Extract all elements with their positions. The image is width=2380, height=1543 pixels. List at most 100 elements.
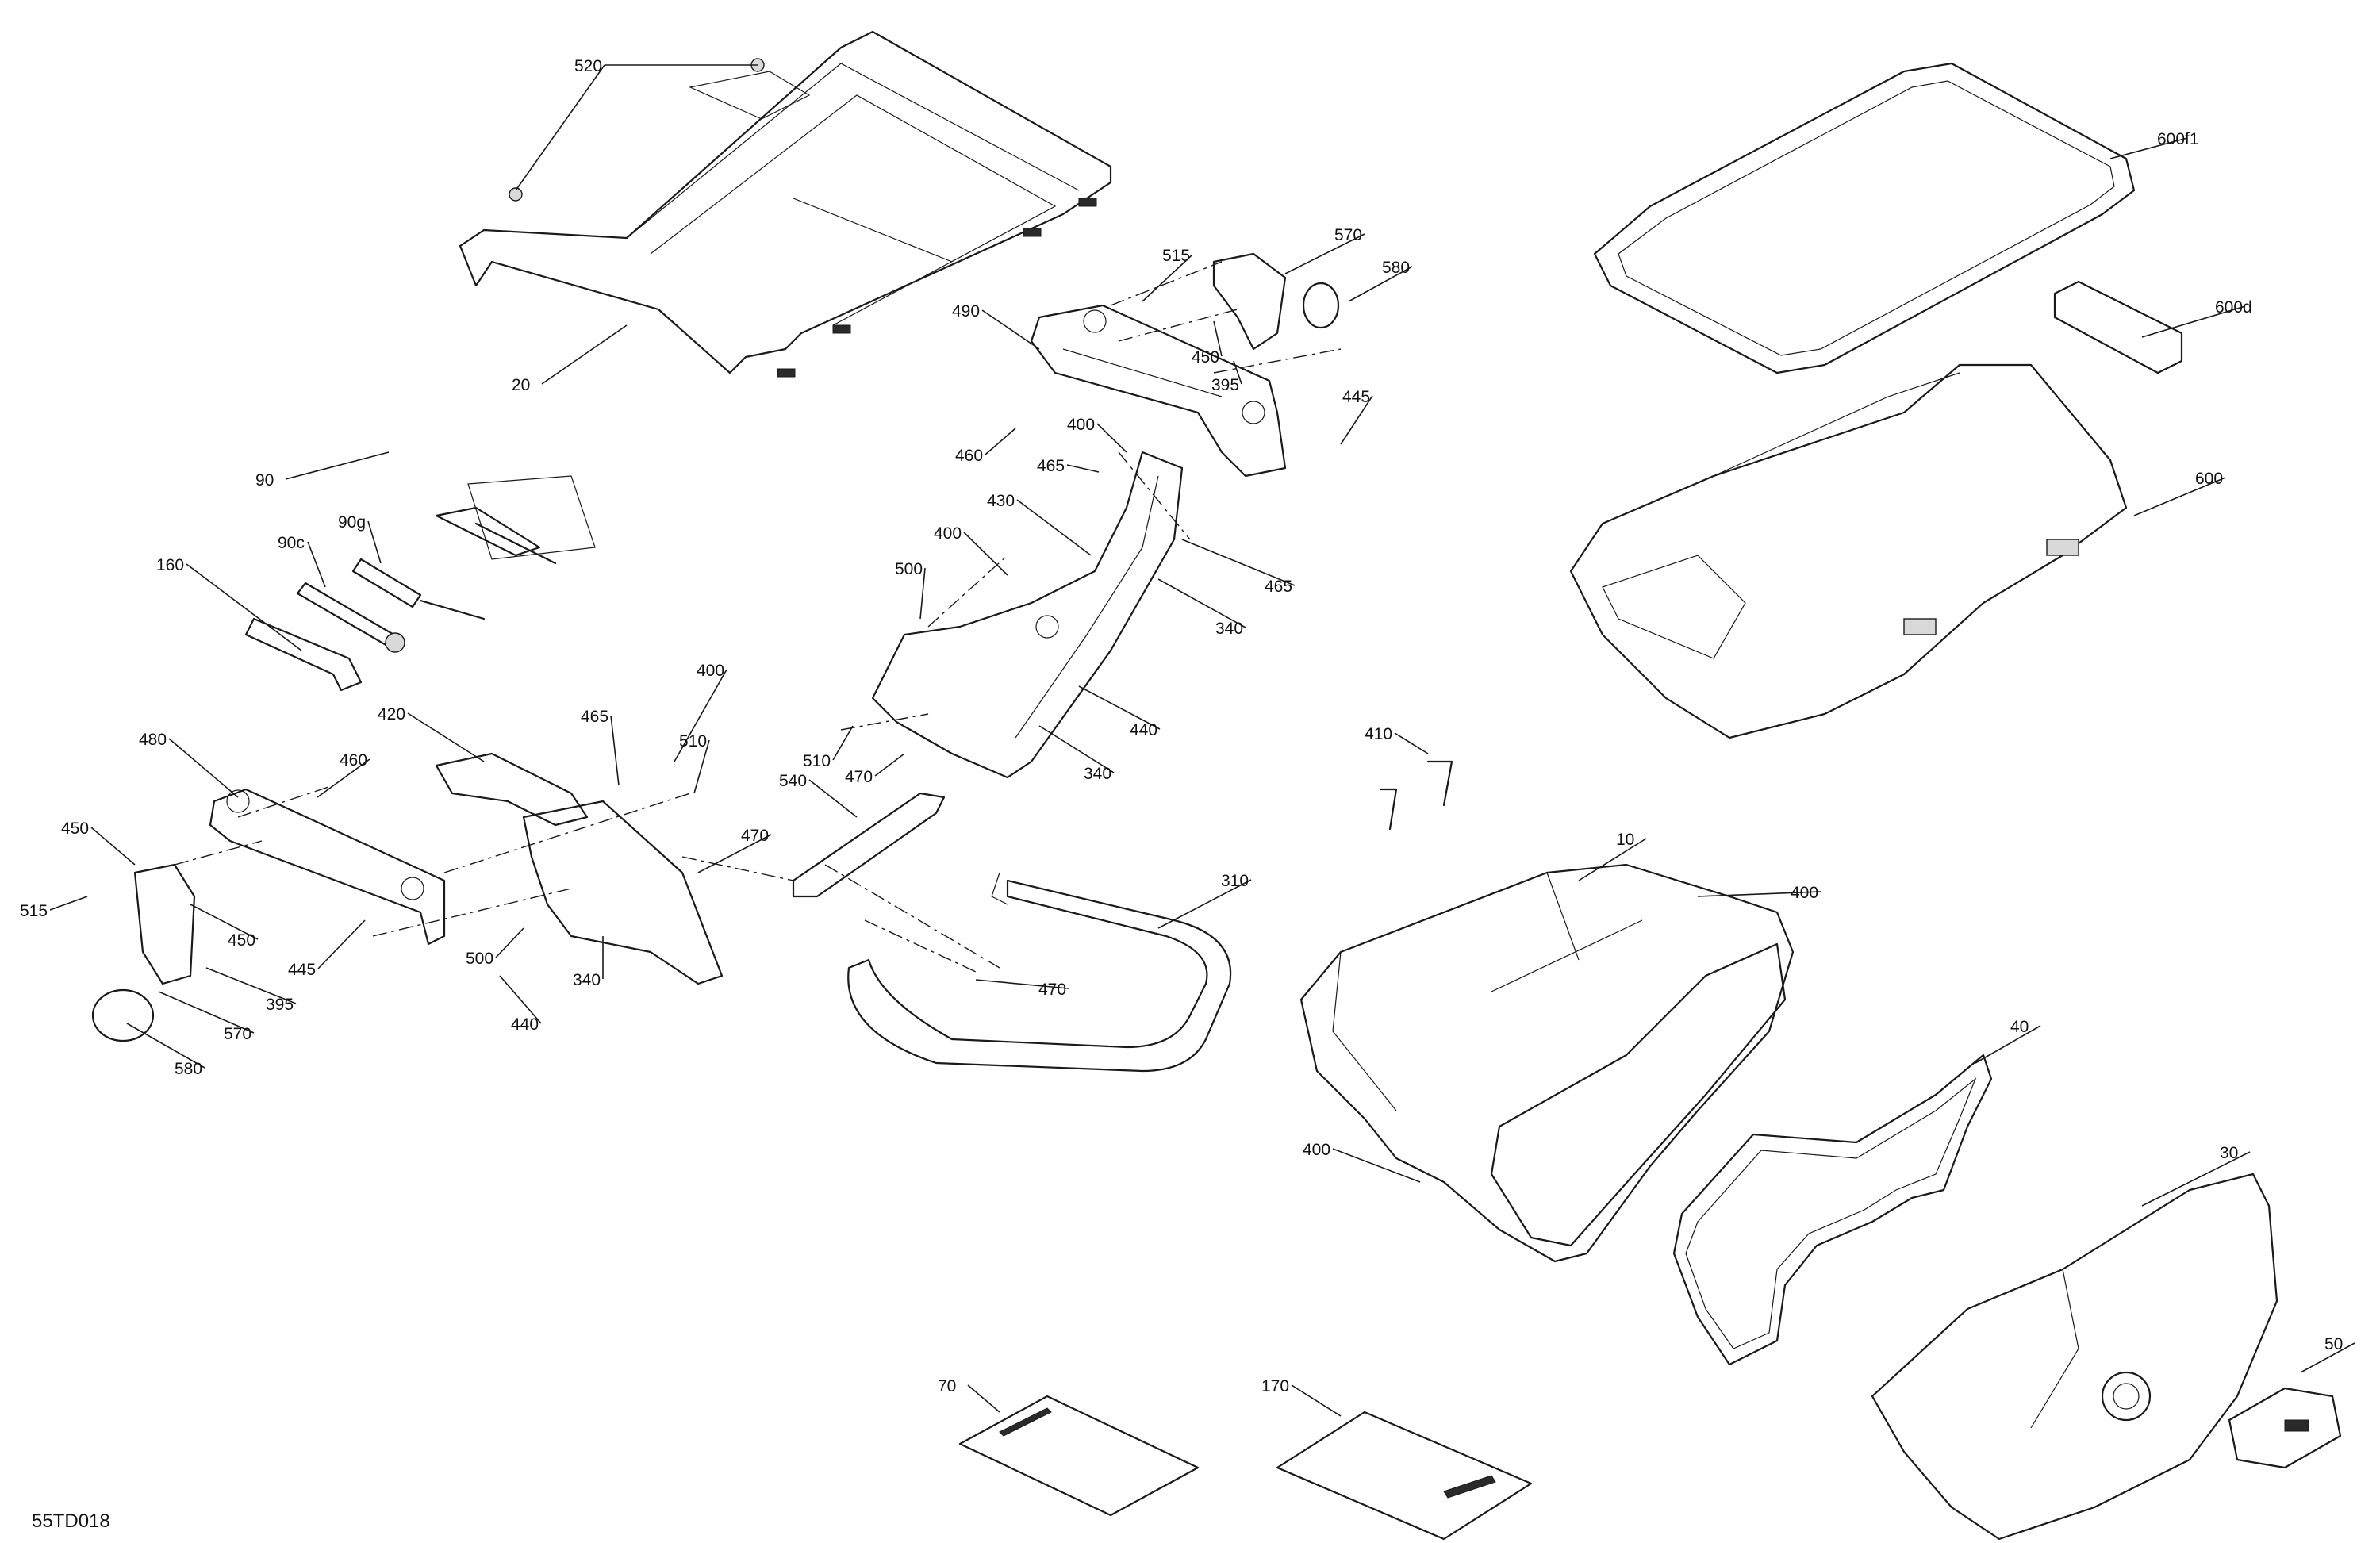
part-30-front-cover bbox=[1871, 1173, 2278, 1541]
part-10-storage-box bbox=[1299, 863, 1795, 1263]
callout-400: 400 bbox=[1067, 416, 1095, 434]
callout-395: 395 bbox=[1211, 376, 1239, 394]
leader-line-50 bbox=[2300, 1342, 2355, 1373]
callout-600f1: 600f1 bbox=[2157, 130, 2199, 148]
callout-490: 490 bbox=[952, 302, 980, 320]
callout-420: 420 bbox=[378, 705, 405, 724]
callout-510b: 510 bbox=[679, 732, 707, 750]
leader-line-580b bbox=[126, 1023, 205, 1069]
callout-90g: 90g bbox=[338, 513, 366, 532]
part-430-support bbox=[871, 451, 1184, 779]
callout-460: 460 bbox=[955, 447, 983, 465]
leader-line-460 bbox=[985, 428, 1016, 455]
leader-line-490 bbox=[981, 309, 1040, 350]
callout-600d: 600d bbox=[2215, 298, 2252, 317]
callout-170: 170 bbox=[1261, 1377, 1289, 1395]
leader-line-440 bbox=[1078, 685, 1161, 730]
leader-line-90c bbox=[307, 541, 326, 588]
part-570-bracket bbox=[1212, 252, 1287, 351]
leader-line-30 bbox=[2141, 1151, 2251, 1207]
callout-340: 340 bbox=[1215, 620, 1243, 638]
callout-445: 445 bbox=[1342, 388, 1370, 406]
callout-20: 20 bbox=[512, 376, 530, 394]
assembly-lines bbox=[174, 261, 1342, 973]
part-540-rail bbox=[792, 792, 946, 898]
callout-310: 310 bbox=[1221, 872, 1249, 890]
leader-line-580 bbox=[1348, 266, 1413, 302]
callout-570b: 570 bbox=[224, 1025, 251, 1043]
leader-line-420 bbox=[407, 712, 485, 762]
leader-line-450b bbox=[90, 827, 136, 866]
callout-90c: 90c bbox=[278, 534, 305, 552]
part-310-grab-handle bbox=[847, 872, 1232, 1073]
leader-line-310 bbox=[1157, 879, 1252, 929]
leader-line-600d bbox=[2141, 305, 2246, 338]
callout-465c: 465 bbox=[581, 708, 608, 726]
part-580-cap bbox=[1302, 282, 1340, 329]
callout-70: 70 bbox=[938, 1377, 956, 1395]
callout-470c: 470 bbox=[1038, 981, 1066, 999]
callout-400d: 400 bbox=[1791, 884, 1818, 902]
callout-340c: 340 bbox=[573, 971, 601, 989]
part-50-latch bbox=[2228, 1387, 2342, 1469]
leader-line-400d bbox=[1697, 891, 1821, 897]
leader-line-70 bbox=[967, 1384, 1000, 1413]
leader-line-400e bbox=[1332, 1148, 1421, 1183]
callout-40: 40 bbox=[2010, 1018, 2029, 1036]
leader-line-570b bbox=[158, 991, 255, 1034]
part-160-wrench bbox=[244, 617, 363, 692]
callout-430: 430 bbox=[987, 492, 1015, 510]
callout-450: 450 bbox=[1192, 348, 1219, 367]
callout-410: 410 bbox=[1365, 725, 1392, 743]
leader-line-170 bbox=[1291, 1384, 1342, 1417]
part-600-lid bbox=[1569, 363, 2128, 739]
part-570b-bracket bbox=[133, 863, 196, 985]
leader-line-395 bbox=[1233, 360, 1242, 385]
leader-line-515b bbox=[49, 896, 88, 911]
callout-465b: 465 bbox=[1265, 578, 1292, 596]
part-600d-pad bbox=[2053, 280, 2183, 374]
callout-labels: 520209090c90g160515570580490450395445400… bbox=[20, 57, 2355, 1417]
callout-500: 500 bbox=[895, 560, 923, 578]
leader-line-430 bbox=[1016, 499, 1092, 556]
callout-515: 515 bbox=[1162, 247, 1190, 265]
part-480-mount bbox=[209, 788, 446, 946]
leader-line-470 bbox=[874, 753, 905, 777]
leader-line-510 bbox=[832, 725, 854, 761]
callout-580b: 580 bbox=[175, 1060, 202, 1078]
leader-line-515 bbox=[1142, 254, 1193, 302]
callout-440: 440 bbox=[1130, 721, 1157, 739]
part-20-storage-tray bbox=[459, 30, 1112, 378]
part-90g-screwdriver bbox=[351, 558, 486, 620]
leader-line-340b bbox=[1038, 725, 1115, 773]
part-580b-cap bbox=[91, 988, 155, 1042]
callout-400b: 400 bbox=[934, 524, 962, 543]
leader-line-410 bbox=[1394, 732, 1429, 754]
leader-line-160 bbox=[186, 563, 302, 651]
callout-580: 580 bbox=[1382, 259, 1410, 277]
leader-line-20 bbox=[541, 324, 628, 385]
callout-520: 520 bbox=[574, 57, 602, 75]
leader-line-520b bbox=[515, 64, 605, 191]
leader-line-400 bbox=[1096, 423, 1127, 453]
leader-line-450 bbox=[1213, 320, 1223, 357]
leader-line-445b bbox=[317, 919, 366, 969]
callout-10: 10 bbox=[1616, 831, 1634, 849]
part-90c-tool bbox=[296, 582, 405, 653]
part-70-manual bbox=[958, 1395, 1200, 1517]
part-170-manual bbox=[1276, 1411, 1533, 1541]
leader-line-460b bbox=[317, 758, 370, 798]
callout-500b: 500 bbox=[466, 950, 493, 968]
callout-400c: 400 bbox=[697, 662, 724, 680]
part-40-seal bbox=[1672, 1054, 1993, 1366]
callout-395b: 395 bbox=[266, 996, 294, 1014]
callout-450b: 450 bbox=[61, 819, 89, 838]
callout-515b: 515 bbox=[20, 902, 48, 920]
part-600f1-seal-ring bbox=[1593, 62, 2136, 374]
leader-line-445 bbox=[1340, 395, 1373, 445]
leader-line-570 bbox=[1284, 233, 1365, 274]
callout-570: 570 bbox=[1334, 226, 1362, 244]
callout-445b: 445 bbox=[288, 961, 316, 979]
callout-480: 480 bbox=[139, 731, 167, 749]
